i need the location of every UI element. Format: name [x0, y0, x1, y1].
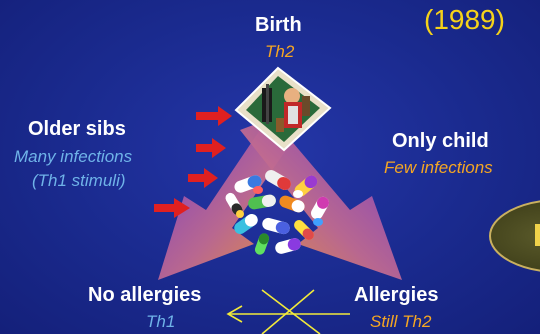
allergies-title: Allergies — [354, 284, 438, 307]
only-child-title: Only child — [392, 130, 489, 153]
red-arrow-2 — [196, 138, 226, 158]
birth-sub: Th2 — [265, 42, 294, 62]
older-sibs-line1: Many infections — [14, 147, 132, 167]
year-label: (1989) — [424, 4, 505, 36]
ellipse-text-fragment — [535, 224, 540, 246]
older-sibs-line2: (Th1 stimuli) — [32, 171, 126, 191]
only-child-sub: Few infections — [384, 158, 493, 178]
no-allergies-title: No allergies — [88, 284, 201, 307]
crossed-out-arrow — [228, 290, 350, 334]
offscreen-ellipse — [490, 200, 540, 272]
older-sibs-title: Older sibs — [28, 118, 126, 141]
red-arrow-1 — [196, 106, 232, 126]
allergies-sub: Still Th2 — [370, 312, 431, 332]
birth-title: Birth — [255, 14, 302, 37]
red-arrow-3 — [188, 168, 218, 188]
no-allergies-sub: Th1 — [146, 312, 175, 332]
